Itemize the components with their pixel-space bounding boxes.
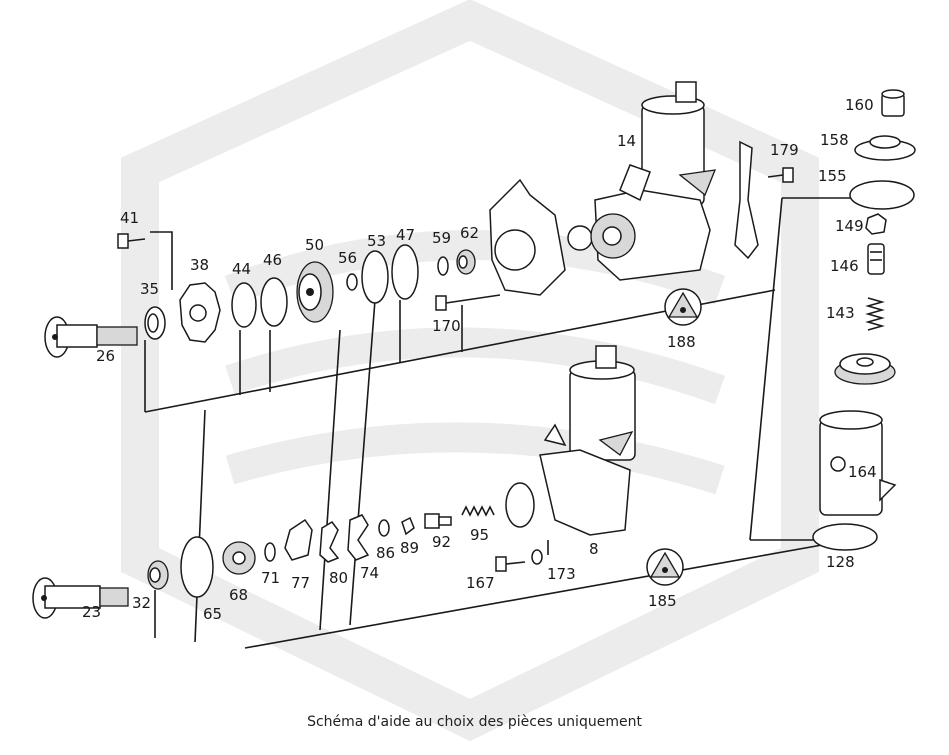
- ring-128: [812, 523, 878, 551]
- label-44: 44: [232, 260, 251, 278]
- ring-86: [378, 519, 390, 537]
- label-155: 155: [818, 167, 847, 185]
- bolt-170: [435, 294, 501, 311]
- label-89: 89: [400, 539, 419, 557]
- label-143: 143: [826, 304, 855, 322]
- washer-59: [437, 256, 449, 276]
- label-46: 46: [263, 251, 282, 269]
- housing-plate: [489, 178, 566, 296]
- pulley-50: [296, 261, 334, 323]
- label-50: 50: [305, 236, 324, 254]
- pump-8: [505, 345, 636, 536]
- clip-89: [401, 516, 415, 536]
- rotor-68: [222, 541, 256, 575]
- label-32: 32: [132, 594, 151, 612]
- cap-160: [881, 89, 905, 117]
- label-188: 188: [667, 333, 696, 351]
- plate-74: [347, 514, 370, 561]
- rotor-38: [179, 282, 221, 343]
- label-62: 62: [460, 224, 479, 242]
- spring-95: [461, 505, 495, 517]
- label-167: 167: [466, 574, 495, 592]
- label-53: 53: [367, 232, 386, 250]
- label-74: 74: [360, 564, 379, 582]
- shaft-26: [44, 316, 138, 358]
- label-160: 160: [845, 96, 874, 114]
- washer-173: [531, 549, 543, 565]
- ring-47: [391, 244, 419, 300]
- label-41: 41: [120, 209, 139, 227]
- label-35: 35: [140, 280, 159, 298]
- label-80: 80: [329, 569, 348, 587]
- flange-185: [646, 548, 684, 586]
- valve-92: [424, 513, 452, 529]
- part-labels: 14 179 160 158 155 41 38 44 46 50 56 53 …: [82, 96, 877, 623]
- flange-188: [664, 288, 702, 326]
- label-71: 71: [261, 569, 280, 587]
- label-8: 8: [589, 540, 599, 558]
- label-23: 23: [82, 603, 101, 621]
- ring-71: [264, 542, 276, 562]
- bushing-32: [147, 560, 169, 590]
- label-95: 95: [470, 526, 489, 544]
- plate-80: [319, 521, 340, 563]
- ring-44: [231, 282, 257, 328]
- label-146: 146: [830, 257, 859, 275]
- screw-179: [767, 167, 794, 183]
- cam-77: [284, 518, 313, 561]
- label-185: 185: [648, 592, 677, 610]
- label-149: 149: [835, 217, 864, 235]
- cover-158: [854, 135, 916, 161]
- leader-lines: [144, 197, 855, 649]
- ring-46: [260, 277, 288, 327]
- label-47: 47: [396, 226, 415, 244]
- ring-155: [849, 180, 915, 210]
- seal-35: [144, 306, 166, 340]
- nut-149: [865, 213, 887, 235]
- ring-65: [180, 536, 214, 598]
- label-68: 68: [229, 586, 248, 604]
- pump-14: [567, 81, 717, 281]
- label-92: 92: [432, 533, 451, 551]
- screw-41: [117, 233, 146, 249]
- bushing-62: [456, 249, 476, 275]
- bolt-167: [495, 556, 526, 572]
- label-170: 170: [432, 317, 461, 335]
- label-59: 59: [432, 229, 451, 247]
- ring-53: [361, 250, 389, 304]
- bracket: [734, 140, 759, 260]
- caption: Schéma d'aide au choix des pièces unique…: [307, 714, 642, 730]
- label-86: 86: [376, 544, 395, 562]
- disc-pack: [834, 353, 896, 385]
- label-164: 164: [848, 463, 877, 481]
- label-128: 128: [826, 553, 855, 571]
- label-26: 26: [96, 347, 115, 365]
- shaft-23: [32, 577, 129, 619]
- spring-143: [865, 297, 885, 331]
- ring-56: [346, 273, 358, 291]
- label-173: 173: [547, 565, 576, 583]
- label-38: 38: [190, 256, 209, 274]
- bolt-146: [867, 243, 885, 275]
- reservoir-164: [819, 410, 897, 516]
- label-65: 65: [203, 605, 222, 623]
- label-56: 56: [338, 249, 357, 267]
- label-14: 14: [617, 132, 636, 150]
- label-158: 158: [820, 131, 849, 149]
- label-179: 179: [770, 141, 799, 159]
- label-77: 77: [291, 574, 310, 592]
